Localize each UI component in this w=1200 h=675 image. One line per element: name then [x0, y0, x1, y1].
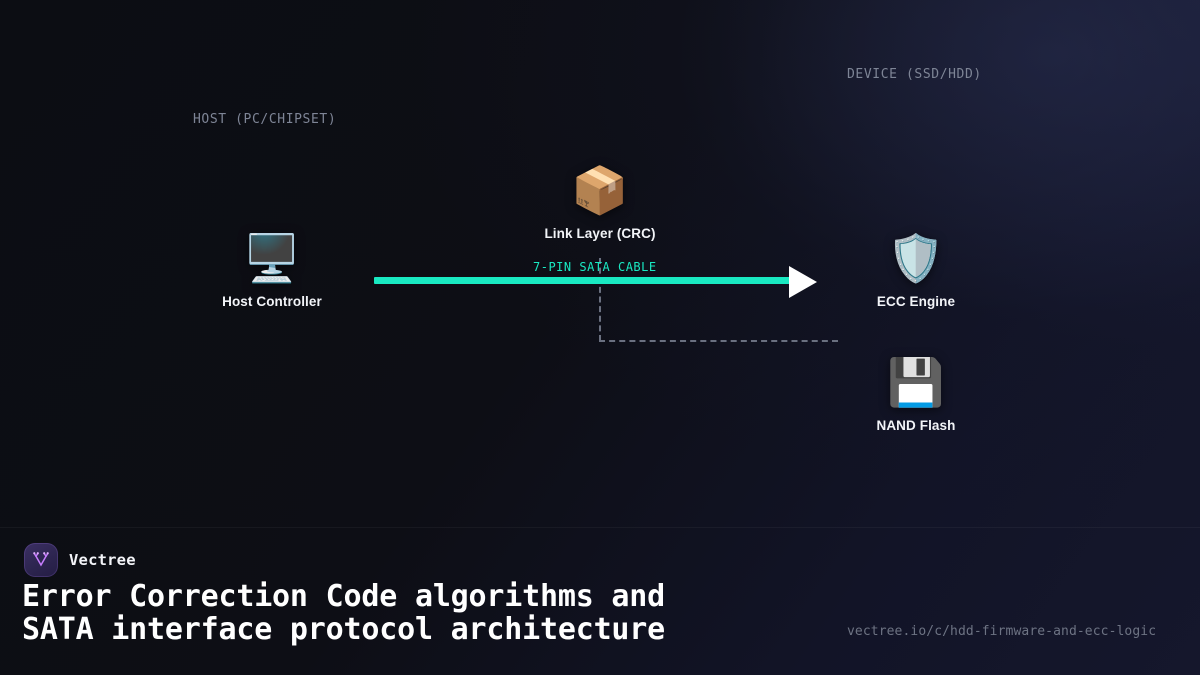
- connector-internal-path-vertical: [599, 258, 601, 341]
- connector-sata-cable-line: [374, 277, 790, 284]
- desktop-computer-icon: 🖥️: [243, 231, 301, 285]
- node-nand-flash[interactable]: 💾 NAND Flash: [816, 356, 1016, 433]
- brand-name: Vectree: [69, 551, 136, 569]
- connector-sata-cable-arrow-icon: [789, 266, 817, 298]
- zone-label-device: DEVICE (SSD/HDD): [847, 67, 982, 82]
- connector-internal-path-horizontal: [599, 340, 838, 342]
- zone-label-host: HOST (PC/CHIPSET): [193, 112, 337, 127]
- node-ecc-engine[interactable]: 🛡️ ECC Engine: [816, 232, 1016, 309]
- page-title: Error Correction Code algorithms and SAT…: [22, 579, 666, 647]
- shield-icon: 🛡️: [887, 231, 945, 285]
- node-host-controller[interactable]: 🖥️ Host Controller: [172, 232, 372, 309]
- vectree-logo-icon: [24, 543, 58, 577]
- node-nand-flash-label: NAND Flash: [876, 418, 956, 433]
- floppy-disk-icon: 💾: [887, 355, 945, 409]
- package-box-icon: 📦: [571, 163, 629, 217]
- connector-sata-cable-label: 7-PIN SATA CABLE: [533, 260, 657, 274]
- footer-divider: [0, 527, 1200, 528]
- brand: Vectree: [24, 543, 136, 577]
- node-link-layer-label: Link Layer (CRC): [544, 226, 656, 241]
- node-host-controller-label: Host Controller: [222, 294, 322, 309]
- node-ecc-engine-label: ECC Engine: [876, 294, 956, 309]
- node-link-layer[interactable]: 📦 Link Layer (CRC): [500, 164, 700, 241]
- footer-url: vectree.io/c/hdd-firmware-and-ecc-logic: [847, 624, 1157, 639]
